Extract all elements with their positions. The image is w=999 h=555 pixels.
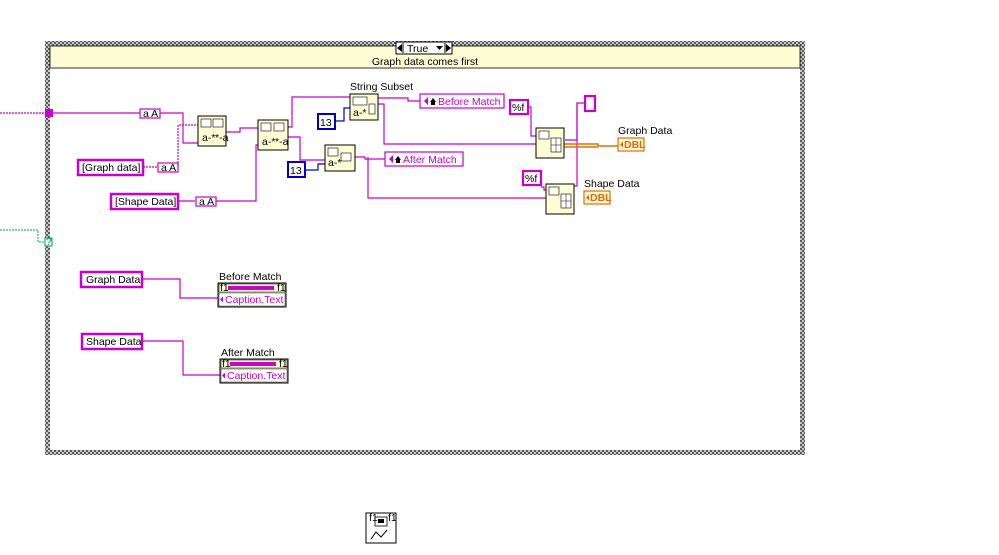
case-label: Graph data comes first xyxy=(372,56,478,68)
string-wires[interactable] xyxy=(0,96,590,376)
svg-text:[Graph data]: [Graph data] xyxy=(82,162,140,174)
graph-data-indicator[interactable]: DBL xyxy=(617,137,646,152)
svg-text:Before Match: Before Match xyxy=(438,96,501,108)
svg-text:a A: a A xyxy=(161,162,176,174)
svg-text:f1: f1 xyxy=(220,282,229,294)
local-var-arrow-icon xyxy=(389,155,393,163)
dbl-wires[interactable] xyxy=(564,143,618,148)
search-replace-node-1[interactable]: a-* *-a xyxy=(197,115,229,147)
svg-text:f1: f1 xyxy=(222,358,231,370)
after-match-local-var[interactable]: After Match xyxy=(384,151,464,167)
boolean-wires[interactable] xyxy=(0,229,46,243)
split-string-node[interactable]: a-* xyxy=(324,144,356,172)
shape-data-indicator[interactable]: DBL xyxy=(583,190,612,205)
svg-text:f1: f1 xyxy=(279,358,288,370)
numeric-wires[interactable] xyxy=(305,107,350,171)
svg-text:13: 13 xyxy=(320,117,332,129)
house-icon xyxy=(395,156,401,163)
format-constant-2[interactable]: %f xyxy=(521,169,543,187)
shape-data-array-constant[interactable]: [Shape Data] xyxy=(109,192,180,211)
svg-text:a A: a A xyxy=(143,108,158,120)
subvi-icon[interactable]: f1 f1 xyxy=(365,512,397,544)
svg-text:Shape Data: Shape Data xyxy=(86,336,142,348)
graph-data-indicator-label: Graph Data xyxy=(618,125,672,137)
before-match-local-var[interactable]: Before Match xyxy=(419,93,505,109)
property-node-label-1: Before Match xyxy=(219,271,282,283)
offset-constant-2[interactable]: 13 xyxy=(287,161,306,178)
string-subset-node[interactable]: a-* xyxy=(349,93,379,121)
increment-arrow-icon[interactable] xyxy=(446,44,451,52)
spreadsheet-to-array-node-1[interactable] xyxy=(535,127,565,159)
case-selector[interactable]: True xyxy=(395,41,453,55)
property-node-before-match[interactable]: f1 f1 Caption.Text xyxy=(217,282,287,308)
svg-text:DBL: DBL xyxy=(590,192,612,204)
local-var-arrow-icon xyxy=(424,97,428,105)
graph-data-array-constant[interactable]: [Graph data] xyxy=(76,158,145,177)
question-mark-icon: ? xyxy=(46,236,52,248)
graph-data-string-constant[interactable]: Graph Data xyxy=(79,270,144,289)
chevron-down-icon[interactable] xyxy=(436,46,443,50)
svg-text:a-*: a-* xyxy=(353,107,366,119)
svg-text:Caption.Text: Caption.Text xyxy=(225,294,283,306)
svg-text:f1: f1 xyxy=(388,512,397,524)
svg-text:a-*: a-* xyxy=(328,157,341,169)
search-replace-node-2[interactable]: a-* *-a xyxy=(257,119,289,151)
svg-text:After Match: After Match xyxy=(403,154,457,166)
spreadsheet-to-array-node-2[interactable] xyxy=(545,183,575,215)
to-string-node-1[interactable]: a A xyxy=(139,108,161,120)
svg-text:*-a: *-a xyxy=(275,136,289,148)
to-string-node-2[interactable]: a A xyxy=(157,162,179,174)
svg-text:13: 13 xyxy=(290,165,302,177)
shape-data-indicator-label: Shape Data xyxy=(584,178,640,190)
svg-text:Caption.Text: Caption.Text xyxy=(227,370,285,382)
house-icon xyxy=(430,98,436,105)
svg-text:[Shape Data]: [Shape Data] xyxy=(115,196,176,208)
to-string-node-3[interactable]: a A xyxy=(195,196,217,208)
case-selector-terminal[interactable] xyxy=(44,237,53,247)
svg-text:a-*: a-* xyxy=(262,136,275,148)
property-node-label-2: After Match xyxy=(221,347,275,359)
format-constant-1[interactable]: %f xyxy=(508,98,530,116)
svg-text:Graph Data: Graph Data xyxy=(86,274,140,286)
svg-text:%f: %f xyxy=(525,173,537,185)
svg-text:%f: %f xyxy=(512,102,524,114)
case-selector-value: True xyxy=(407,43,428,55)
decrement-arrow-icon[interactable] xyxy=(397,44,402,52)
offset-constant-1[interactable]: 13 xyxy=(317,113,336,130)
string-subset-label: String Subset xyxy=(350,81,413,93)
string-input-tunnel[interactable] xyxy=(45,109,53,117)
svg-text:f1: f1 xyxy=(277,282,286,294)
empty-string-constant[interactable] xyxy=(583,94,597,113)
svg-text:DBL: DBL xyxy=(624,139,646,151)
property-node-after-match[interactable]: f1 f1 Caption.Text xyxy=(219,358,289,384)
shape-data-string-constant[interactable]: Shape Data xyxy=(80,332,144,351)
svg-text:f1: f1 xyxy=(369,512,378,524)
svg-text:*-a: *-a xyxy=(215,132,229,144)
svg-text:a-*: a-* xyxy=(202,132,215,144)
svg-text:a A: a A xyxy=(199,196,214,208)
